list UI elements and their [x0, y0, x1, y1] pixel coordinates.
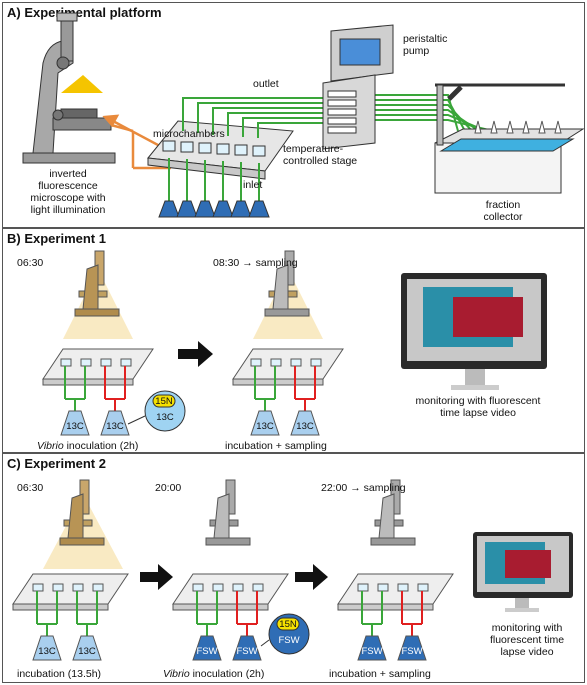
temperature-stage	[147, 120, 294, 180]
microscope-icon	[370, 479, 416, 546]
panel-c-experiment-2: C) Experiment 2	[2, 453, 585, 683]
monitor-icon	[473, 532, 573, 612]
label-fraction-collector: fraction collector	[483, 199, 523, 223]
monitor-caption: monitoring with fluorescent time lapse v…	[489, 622, 565, 658]
flask-label: FSW	[401, 646, 423, 657]
bubble-label-top: 15N	[155, 396, 173, 407]
panel-c-title: C) Experiment 2	[7, 456, 106, 471]
flask-label: 13C	[106, 421, 124, 432]
microchip-2	[232, 348, 344, 386]
caption-vibrio-inoculation: Vibrio inoculation (2h)	[163, 668, 265, 680]
caption-incubation-sampling: incubation + sampling	[225, 440, 327, 452]
caption-vibrio-inoculation: Vibrio inoculation (2h)	[37, 440, 139, 452]
caption-incubation: incubation (13.5h)	[17, 668, 102, 680]
flask-icon	[232, 635, 262, 661]
time-label: 22:00 → sampling	[321, 482, 406, 494]
label-peristaltic-pump: peristaltic pump	[403, 33, 448, 57]
time-label: 06:30	[17, 482, 44, 494]
flask-label: 13C	[296, 421, 314, 432]
monitor-icon	[401, 273, 547, 390]
flask-icon	[290, 410, 320, 436]
label-temperature-stage: temperature- controlled stage	[283, 143, 358, 167]
flask-label: FSW	[361, 646, 383, 657]
experiment-2-illustration	[12, 479, 573, 661]
label-microchambers: microchambers	[153, 128, 225, 140]
panel-a-experimental-platform: A) Experimental platform	[2, 2, 585, 228]
bubble-label-bottom: FSW	[278, 635, 300, 646]
flask-label: 13C	[78, 646, 96, 657]
platform-illustration	[22, 12, 585, 218]
microscope-icon	[205, 479, 251, 546]
microscope-icon	[253, 250, 323, 339]
caption-incubation-sampling: incubation + sampling	[329, 668, 431, 680]
panel-b-title: B) Experiment 1	[7, 231, 106, 246]
flask-label: 13C	[38, 646, 56, 657]
experiment-1-illustration	[42, 250, 547, 436]
label-inlet: inlet	[243, 179, 263, 191]
label-microscope: inverted fluorescence microscope with li…	[30, 168, 106, 216]
flask-icon	[32, 635, 62, 661]
flask-label: FSW	[196, 646, 218, 657]
flask-label: FSW	[236, 646, 258, 657]
microscope-icon	[43, 479, 123, 569]
step-arrow-icon	[140, 564, 173, 590]
flask-icon	[397, 635, 427, 661]
flask-icon	[100, 410, 130, 436]
flask-icon	[192, 635, 222, 661]
microscope-icon	[22, 12, 116, 164]
flask-icon	[250, 410, 280, 436]
flask-label: 13C	[256, 421, 274, 432]
flask-icon	[60, 410, 90, 436]
microchip-2	[172, 573, 289, 611]
microchip-1	[12, 573, 129, 611]
bubble-label-top: 15N	[279, 619, 297, 630]
time-label: 06:30	[17, 257, 44, 269]
peristaltic-pump-icon	[322, 24, 394, 150]
time-label: 08:30 → sampling	[213, 257, 298, 269]
bubble-label-bottom: 13C	[156, 412, 174, 423]
flask-icon	[357, 635, 387, 661]
fraction-collector-icon	[434, 83, 585, 194]
microchip-1	[42, 348, 154, 386]
flask-icon	[72, 635, 102, 661]
panel-b-experiment-1: B) Experiment 1	[2, 228, 585, 453]
microscope-icon	[63, 250, 133, 339]
microchip-3	[337, 573, 454, 611]
step-arrow-icon	[295, 564, 328, 590]
monitor-caption: monitoring with fluorescent time lapse v…	[415, 395, 541, 419]
step-arrow-icon	[178, 341, 213, 367]
flask-label: 13C	[66, 421, 84, 432]
panel-a-title: A) Experimental platform	[7, 5, 162, 20]
label-outlet: outlet	[253, 78, 279, 90]
time-label: 20:00	[155, 482, 182, 494]
